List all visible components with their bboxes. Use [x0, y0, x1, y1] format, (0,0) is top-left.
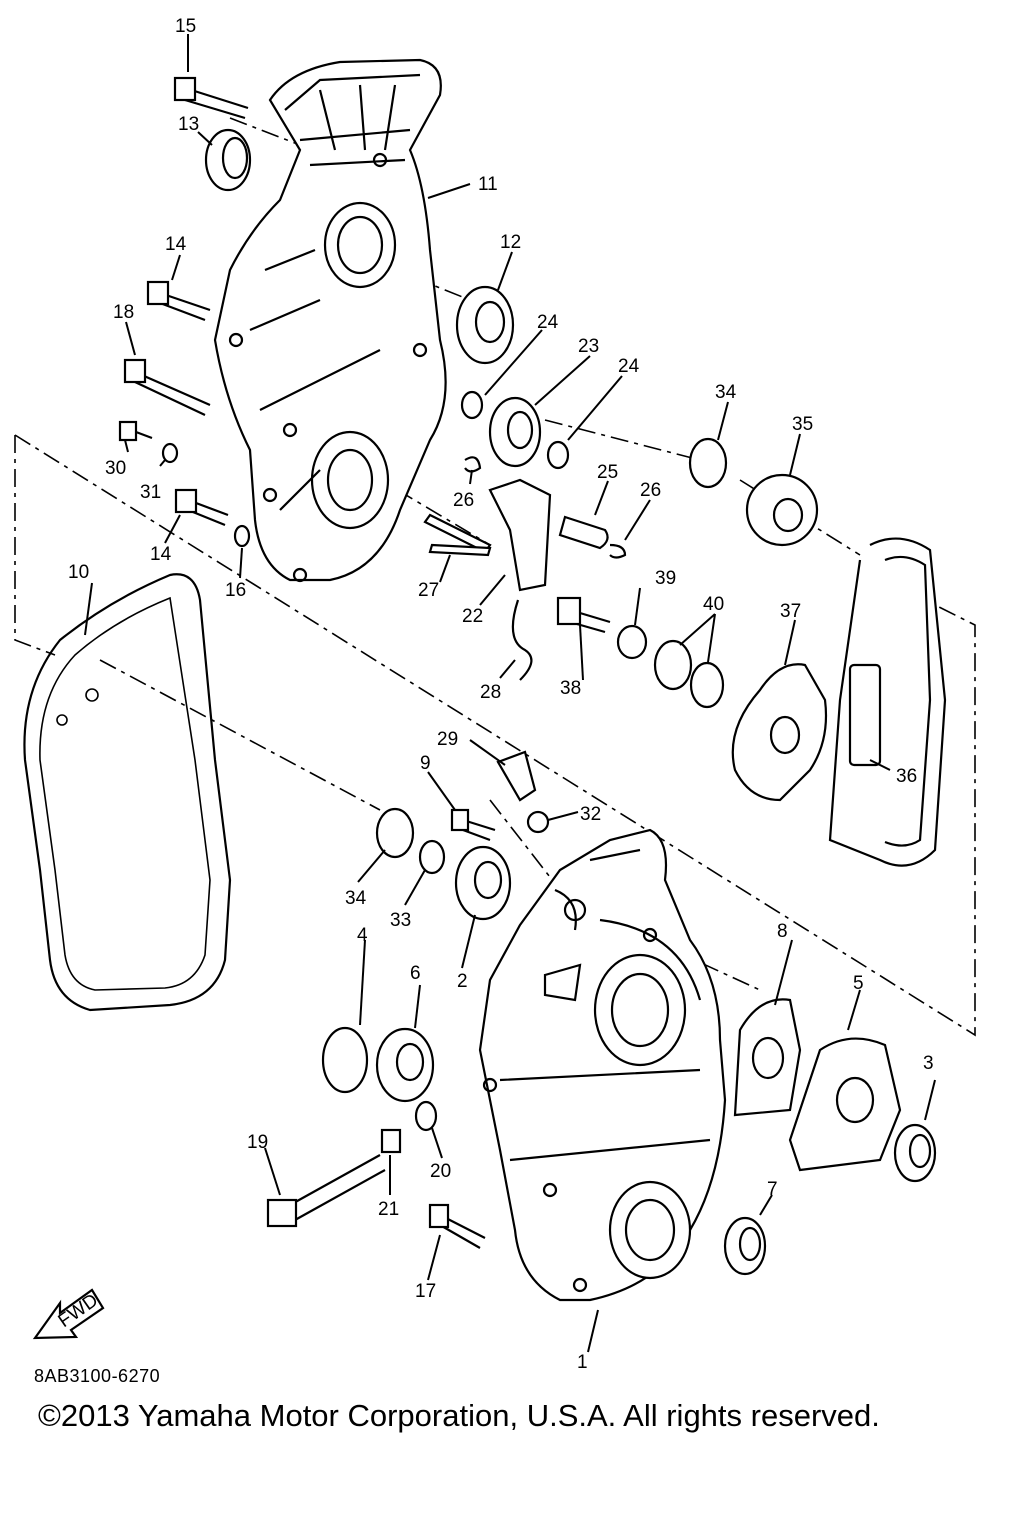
callout-36: 36: [896, 766, 917, 787]
callout-22: 22: [462, 606, 483, 627]
callout-37: 37: [780, 601, 801, 622]
copyright-notice: ©2013 Yamaha Motor Corporation, U.S.A. A…: [38, 1398, 880, 1433]
bearings-and-seals: [161, 128, 937, 1276]
callout-26-left: 26: [453, 490, 474, 511]
callout-25: 25: [597, 462, 618, 483]
callout-3: 3: [923, 1053, 934, 1074]
sprockets-chain: [488, 473, 947, 867]
callout-31: 30: [105, 458, 126, 479]
part-code: 8AB3100-6270: [34, 1366, 161, 1386]
callout-17: 17: [415, 1281, 436, 1302]
callout-34-lower: 34: [345, 888, 367, 909]
callout-40: 40: [703, 594, 724, 615]
callout-2: 2: [457, 971, 468, 992]
callout-8: 8: [777, 921, 788, 942]
callout-11: 11: [478, 174, 498, 195]
callout-24-upper: 24: [537, 312, 559, 333]
callout-33: 33: [390, 910, 411, 931]
callout-34-upper: 34: [715, 382, 737, 403]
lower-chain-case: [478, 828, 727, 1302]
callout-28: 28: [480, 682, 501, 703]
callout-32: 31: [140, 482, 161, 503]
callout-30: 32: [580, 804, 601, 825]
callout-9: 9: [420, 753, 431, 774]
callout-26-right: 26: [640, 480, 661, 501]
gasket: [23, 573, 232, 1012]
callout-20: 20: [430, 1161, 451, 1182]
callout-10: 10: [68, 562, 89, 583]
bolts: [118, 76, 611, 1249]
callout-5: 5: [853, 973, 864, 994]
callout-39: 39: [655, 568, 676, 589]
callout-14-upper: 14: [165, 234, 187, 255]
callout-16: 16: [225, 580, 246, 601]
callout-13: 13: [178, 114, 199, 135]
callout-27: 27: [418, 580, 439, 601]
callout-19: 19: [247, 1132, 268, 1153]
callout-35: 35: [792, 414, 813, 435]
callout-21: 21: [378, 1199, 399, 1220]
callout-6: 6: [410, 963, 421, 984]
callout-23: 23: [578, 336, 599, 357]
callout-12: 12: [500, 232, 521, 253]
callout-1: 1: [577, 1352, 588, 1373]
callout-24-lower: 24: [618, 356, 640, 377]
callout-38: 38: [560, 678, 581, 699]
callout-labels: 15 13 11 12 14 18 24 23 24 34 35 30 31 2…: [68, 16, 934, 1373]
covers-and-clips: [428, 456, 902, 1172]
callout-7: 7: [767, 1179, 778, 1200]
callout-14-lower: 14: [150, 544, 172, 565]
leader-lines: [84, 34, 936, 1353]
fwd-arrow-icon: FWD: [32, 1288, 105, 1340]
callout-4: 4: [357, 925, 368, 946]
upper-chain-case: [213, 58, 447, 583]
callout-15: 15: [175, 16, 196, 37]
callout-29: 29: [437, 729, 458, 750]
callout-18: 18: [113, 302, 134, 323]
